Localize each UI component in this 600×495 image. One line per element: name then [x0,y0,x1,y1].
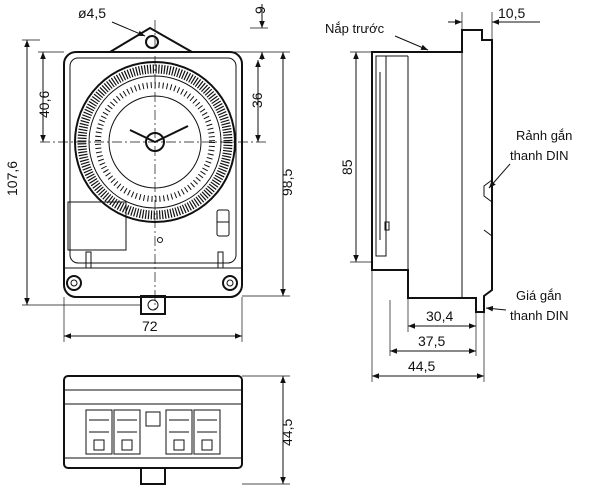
label-area [67,201,127,251]
label-din-groove-1: Rảnh gắn [516,128,572,143]
bottom-view: 44,5 [63,375,295,485]
dim-depth-3: 44,5 [408,358,435,374]
terminal-screw-left [66,275,82,291]
front-cover [375,55,387,257]
dim-side-top: 10,5 [498,5,525,21]
terminal-screw-right [222,275,238,291]
label-din-groove-2: thanh DIN [510,148,569,163]
dim-depth-2: 37,5 [418,333,445,349]
dim-top: 9 [252,6,268,14]
terminal-post-right [217,251,224,269]
din-groove [483,179,493,203]
dim-width: 72 [142,318,158,334]
dim-center: 40,6 [36,91,52,118]
dim-hole-height: 98,5 [279,169,295,196]
front-body-inner [69,57,237,264]
dial-hand-hour [129,129,156,143]
dim-bottom-depth: 44,5 [279,419,295,446]
hanging-tab [109,26,193,53]
din-clip-front [140,295,166,315]
label-front-cover: Nắp trước [325,21,385,36]
label-din-mount-2: thanh DIN [510,308,569,323]
dial-hand-minute [154,125,189,143]
front-view: ø4,5 9 40,6 107,6 36 98,5 72 [4,4,295,342]
label-din-mount-1: Giá gắn [516,288,562,303]
manual-switch [216,209,230,237]
dim-hole: ø4,5 [78,5,106,21]
dim-dial: 36 [249,92,265,108]
indicator-dot [157,237,163,243]
dim-height: 107,6 [4,161,20,196]
terminal-post-left [85,251,92,269]
mounting-hole [145,35,159,49]
dim-depth-1: 30,4 [426,308,453,324]
terminal-block [85,409,221,455]
side-body [371,29,493,313]
din-clip-bottom [140,467,166,485]
side-view: Nắp trước Rảnh gắn thanh DIN Giá gắn tha… [325,5,572,382]
dim-side-height: 85 [339,159,355,175]
